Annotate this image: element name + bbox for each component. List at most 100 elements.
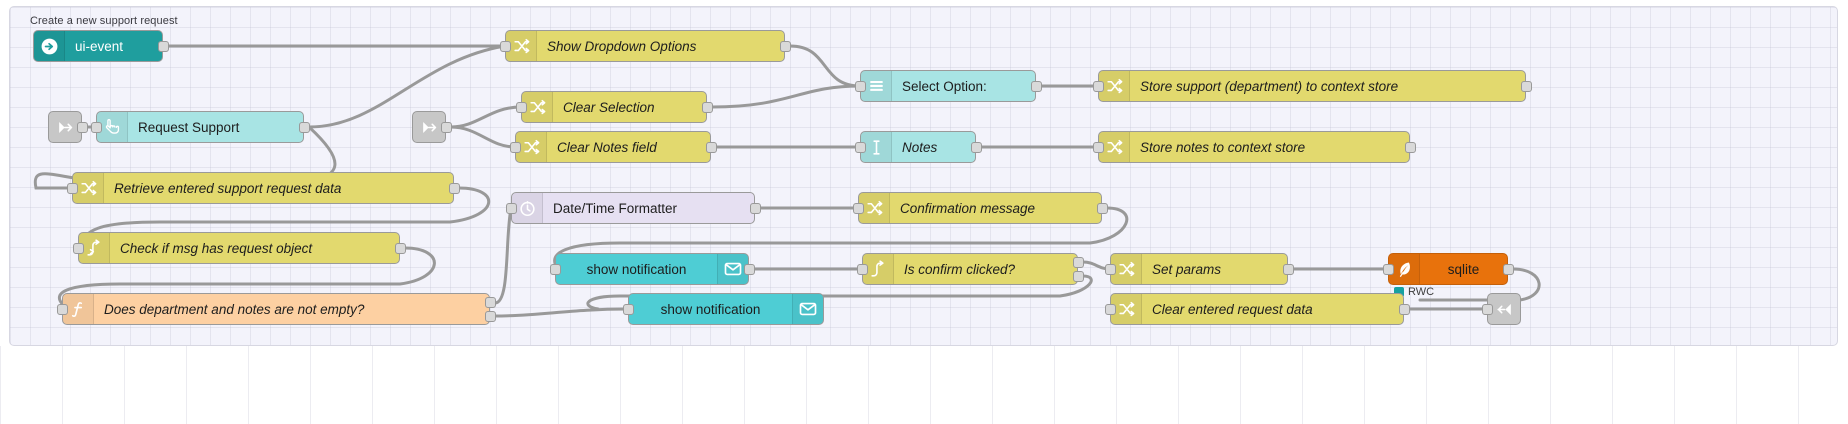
port-output-2-is-confirm-clicked[interactable] xyxy=(1073,271,1084,282)
port-output-show-notification-1[interactable] xyxy=(744,264,755,275)
clock-icon xyxy=(512,193,543,223)
status-badge-text: RWC xyxy=(1408,286,1435,298)
node-show-notification-1[interactable]: show notification xyxy=(555,253,749,285)
port-input-retrieve-data[interactable] xyxy=(67,183,78,194)
node-date-time-formatter[interactable]: Date/Time Formatter xyxy=(511,192,755,224)
node-clear-notes-field[interactable]: Clear Notes field xyxy=(515,131,711,163)
node-label: ui-event xyxy=(75,38,124,54)
node-is-confirm-clicked[interactable]: Is confirm clicked? xyxy=(862,253,1078,285)
node-label: Store support (department) to context st… xyxy=(1140,78,1399,94)
port-input-show-dropdown-options[interactable] xyxy=(500,41,511,52)
port-output-confirm-message[interactable] xyxy=(1097,203,1108,214)
node-sqlite[interactable]: sqlite xyxy=(1388,253,1508,285)
port-output-clear-request-data[interactable] xyxy=(1399,304,1410,315)
node-label: Check if msg has request object xyxy=(120,240,313,256)
dropdown-list-icon xyxy=(861,71,892,101)
port-input-is-confirm-clicked[interactable] xyxy=(857,264,868,275)
node-does-department-and-notes-are-not-empty[interactable]: Does department and notes are not empty? xyxy=(62,293,490,325)
port-output-notes[interactable] xyxy=(971,142,982,153)
node-confirmation-message[interactable]: Confirmation message xyxy=(858,192,1102,224)
node-store-support-to-context-store[interactable]: Store support (department) to context st… xyxy=(1098,70,1526,102)
port-output-1-is-confirm-clicked[interactable] xyxy=(1073,257,1084,268)
status-dot-icon xyxy=(1394,287,1404,297)
node-link-out-1[interactable] xyxy=(1487,293,1521,325)
port-input-store-notes[interactable] xyxy=(1093,142,1104,153)
change-icon xyxy=(516,132,547,162)
change-icon xyxy=(1111,254,1142,284)
arrow-right-circle-icon xyxy=(34,31,65,61)
node-label: Is confirm clicked? xyxy=(904,261,1016,277)
port-output-retrieve-data[interactable] xyxy=(449,183,460,194)
change-icon xyxy=(522,92,553,122)
canvas-outside-group xyxy=(0,346,1848,424)
port-output-set-params[interactable] xyxy=(1283,264,1294,275)
status-badge: RWC xyxy=(1394,286,1434,298)
port-output-clear-selection[interactable] xyxy=(702,102,713,113)
node-show-dropdown-options[interactable]: Show Dropdown Options xyxy=(505,30,785,62)
switch-icon xyxy=(863,254,894,284)
port-output-store-support[interactable] xyxy=(1521,81,1532,92)
envelope-icon xyxy=(792,294,823,324)
port-input-sqlite[interactable] xyxy=(1383,264,1394,275)
port-input-notes[interactable] xyxy=(855,142,866,153)
port-input-request-support[interactable] xyxy=(91,122,102,133)
port-input-show-notification-2[interactable] xyxy=(623,304,634,315)
port-input-clear-request-data[interactable] xyxy=(1105,304,1116,315)
port-output-2-does-empty[interactable] xyxy=(485,311,496,322)
node-ui-event[interactable]: ui-event xyxy=(33,30,163,62)
flow-group-label: Create a new support request xyxy=(30,15,178,27)
port-output-clear-notes-field[interactable] xyxy=(706,142,717,153)
node-retrieve-entered-support-request-data[interactable]: Retrieve entered support request data xyxy=(72,172,454,204)
port-output-1-does-empty[interactable] xyxy=(485,297,496,308)
port-input-link-out-1[interactable] xyxy=(1482,304,1493,315)
node-show-notification-2[interactable]: show notification xyxy=(628,293,824,325)
port-input-clear-selection[interactable] xyxy=(516,102,527,113)
port-output-sqlite[interactable] xyxy=(1503,264,1514,275)
port-input-set-params[interactable] xyxy=(1105,264,1116,275)
link-out-icon xyxy=(1496,303,1511,315)
node-label: Show Dropdown Options xyxy=(547,38,697,54)
node-label: Clear Notes field xyxy=(557,139,657,155)
node-label: Clear entered request data xyxy=(1152,301,1313,317)
node-set-params[interactable]: Set params xyxy=(1110,253,1288,285)
node-request-support[interactable]: Request Support xyxy=(96,111,304,143)
port-input-clear-notes-field[interactable] xyxy=(510,142,521,153)
port-output-show-dropdown-options[interactable] xyxy=(780,41,791,52)
node-clear-selection[interactable]: Clear Selection xyxy=(521,91,707,123)
port-output-ui-event[interactable] xyxy=(158,41,169,52)
switch-icon xyxy=(79,233,110,263)
node-label: Does department and notes are not empty? xyxy=(104,301,365,317)
port-input-datetime[interactable] xyxy=(506,203,517,214)
text-input-icon xyxy=(861,132,892,162)
port-input-confirm-message[interactable] xyxy=(853,203,864,214)
node-select-option[interactable]: Select Option: xyxy=(860,70,1036,102)
node-label: Set params xyxy=(1152,261,1222,277)
port-output-store-notes[interactable] xyxy=(1405,142,1416,153)
port-input-select-option[interactable] xyxy=(855,81,866,92)
change-icon xyxy=(1111,294,1142,324)
port-input-does-empty[interactable] xyxy=(57,304,68,315)
node-store-notes-to-context-store[interactable]: Store notes to context store xyxy=(1098,131,1410,163)
node-link-in-1[interactable] xyxy=(48,111,82,143)
port-output-select-option[interactable] xyxy=(1031,81,1042,92)
port-output-check-msg[interactable] xyxy=(395,243,406,254)
port-output-request-support[interactable] xyxy=(299,122,310,133)
port-output-datetime[interactable] xyxy=(750,203,761,214)
port-input-check-msg[interactable] xyxy=(73,243,84,254)
feather-icon xyxy=(1389,254,1420,284)
port-input-store-support[interactable] xyxy=(1093,81,1104,92)
button-click-icon xyxy=(97,112,128,142)
port-output-link-in-1[interactable] xyxy=(77,122,88,133)
change-icon xyxy=(859,193,890,223)
port-input-show-notification-1[interactable] xyxy=(550,264,561,275)
node-check-if-msg-has-request-object[interactable]: Check if msg has request object xyxy=(78,232,400,264)
node-clear-entered-request-data[interactable]: Clear entered request data xyxy=(1110,293,1404,325)
change-icon xyxy=(1099,71,1130,101)
link-in-icon xyxy=(422,121,436,133)
envelope-icon xyxy=(717,254,748,284)
node-notes[interactable]: Notes xyxy=(860,131,976,163)
node-label: show notification xyxy=(660,301,761,317)
change-icon xyxy=(506,31,537,61)
port-output-link-in-2[interactable] xyxy=(441,122,452,133)
